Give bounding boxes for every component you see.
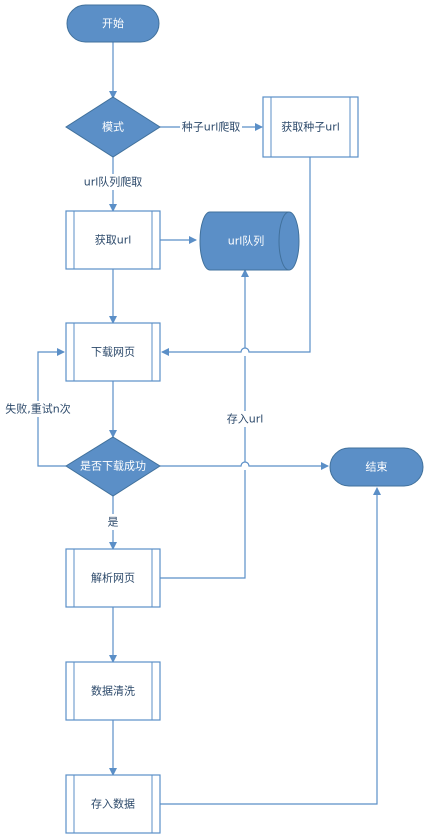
node-get-url: 获取url bbox=[65, 210, 161, 270]
node-store: 存入数据 bbox=[65, 774, 161, 834]
node-store-label: 存入数据 bbox=[91, 797, 135, 811]
edge-label-queue-crawl: url队列爬取 bbox=[84, 175, 143, 189]
node-start: 开始 bbox=[66, 4, 160, 43]
edge-label-retry: 失败,重试n次 bbox=[5, 402, 70, 416]
edge-labels: 种子url爬取 url队列爬取 失败,重试n次 存入url 是 bbox=[5, 119, 266, 530]
node-download-success: 是否下载成功 bbox=[65, 436, 161, 497]
node-download-label: 下载网页 bbox=[91, 346, 135, 359]
node-get-seed-url: 获取种子url bbox=[262, 96, 359, 158]
node-clean: 数据清洗 bbox=[65, 661, 161, 721]
node-parse: 解析网页 bbox=[65, 548, 161, 608]
node-get-seed-url-label: 获取种子url bbox=[281, 120, 340, 134]
node-clean-label: 数据清洗 bbox=[91, 684, 135, 698]
edge-check-to-end bbox=[160, 461, 329, 470]
node-url-queue: url队列 bbox=[199, 211, 300, 271]
node-end: 结束 bbox=[329, 447, 424, 487]
node-download-success-label: 是否下载成功 bbox=[80, 460, 146, 473]
node-get-url-label: 获取url bbox=[95, 234, 132, 247]
edge-parse-to-url-queue bbox=[160, 270, 245, 579]
edges bbox=[37, 42, 381, 805]
node-parse-label: 解析网页 bbox=[91, 571, 135, 585]
edge-label-store-url: 存入url bbox=[227, 412, 264, 426]
node-end-label: 结束 bbox=[366, 461, 388, 474]
node-mode-label: 模式 bbox=[102, 121, 124, 134]
edge-store-to-end bbox=[160, 487, 381, 805]
edge-label-yes: 是 bbox=[108, 516, 119, 529]
edge-get-seed-url-to-download bbox=[161, 157, 311, 356]
edge-label-seed-crawl: 种子url爬取 bbox=[182, 120, 241, 134]
node-mode: 模式 bbox=[65, 96, 161, 158]
node-url-queue-label: url队列 bbox=[228, 234, 265, 248]
node-download: 下载网页 bbox=[65, 322, 161, 382]
node-start-label: 开始 bbox=[102, 16, 124, 30]
